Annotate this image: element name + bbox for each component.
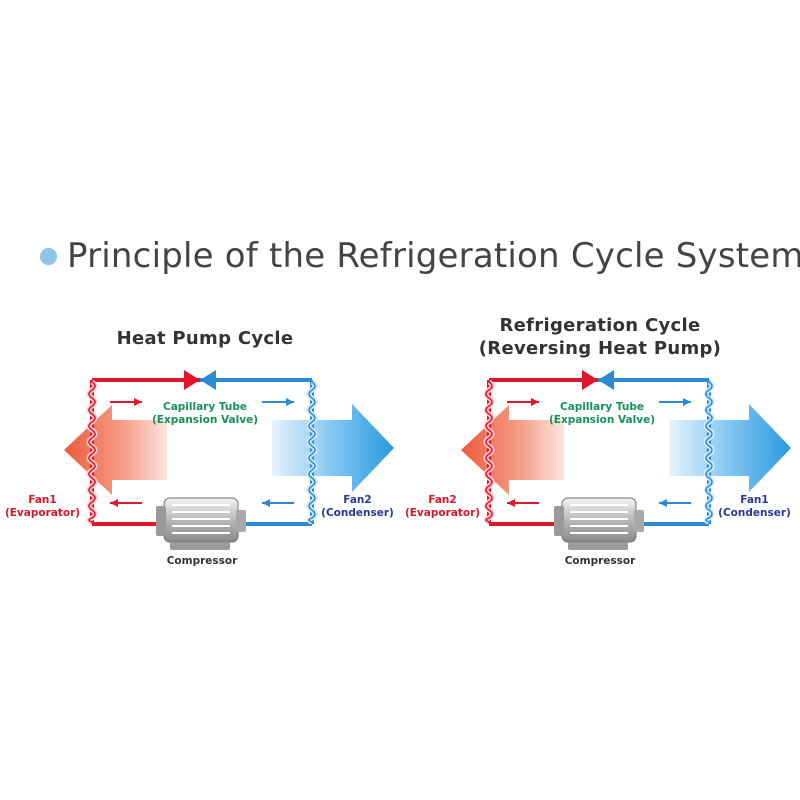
right-fan-role: (Condenser): [321, 507, 394, 519]
coil-icon: [88, 381, 96, 523]
left-fan-name: Fan1: [28, 494, 57, 506]
valve-icon: [200, 370, 216, 390]
cycle-title: Refrigeration Cycle (Reversing Heat Pump…: [440, 314, 760, 360]
compressor-base: [568, 542, 628, 550]
compressor-label: Compressor: [166, 555, 238, 567]
refrigeration-cycle-diagram: Refrigeration Cycle (Reversing Heat Pump…: [400, 300, 800, 590]
flow-arrow-head-icon: [531, 398, 539, 406]
right-fan-label: Fan1 (Condenser): [712, 494, 797, 520]
compressor-icon: [236, 510, 246, 532]
left-fan-name: Fan2: [428, 494, 457, 506]
right-fan-name: Fan1: [740, 494, 769, 506]
compressor-base: [170, 542, 230, 550]
cycle-title-line: Refrigeration Cycle: [499, 315, 701, 336]
flow-arrow-head-icon: [262, 499, 270, 507]
left-fan-label: Fan2 (Evaporator): [400, 494, 485, 520]
valve-icon: [582, 370, 598, 390]
flow-arrow-head-icon: [659, 499, 667, 507]
left-fan-role: (Evaporator): [4, 507, 81, 519]
coil-icon: [308, 381, 316, 523]
cycle-diagram-graphic: [64, 370, 394, 550]
right-fan-label: Fan2 (Condenser): [315, 494, 400, 520]
cool-air-arrow-icon: [272, 404, 394, 492]
heat-pump-cycle-diagram: Heat Pump Cycle Capillary Tube (Expansio…: [0, 300, 400, 590]
cool-air-arrow-icon: [669, 404, 791, 492]
valve-icon: [184, 370, 200, 390]
bullet-icon: [40, 247, 57, 265]
cycle-diagram-graphic: [461, 370, 791, 550]
flow-arrow-head-icon: [683, 398, 691, 406]
right-fan-name: Fan2: [343, 494, 372, 506]
flow-arrow-head-icon: [286, 398, 294, 406]
coil-icon: [485, 381, 493, 523]
valve-icon: [598, 370, 614, 390]
flow-arrow-head-icon: [110, 499, 118, 507]
compressor-label: Compressor: [564, 555, 636, 567]
left-fan-role: (Evaporator): [404, 507, 481, 519]
capillary-tube-name: Capillary Tube: [163, 401, 247, 413]
flow-arrow-head-icon: [507, 499, 515, 507]
capillary-tube-label: Capillary Tube (Expansion Valve): [542, 401, 662, 427]
page-title-text: Principle of the Refrigeration Cycle Sys…: [67, 236, 800, 276]
cycle-title-line: Heat Pump Cycle: [116, 328, 294, 349]
expansion-valve-name: (Expansion Valve): [151, 414, 258, 426]
cycle-title: Heat Pump Cycle: [60, 328, 350, 349]
expansion-valve-name: (Expansion Valve): [548, 414, 655, 426]
page-title: Principle of the Refrigeration Cycle Sys…: [40, 231, 800, 281]
right-fan-role: (Condenser): [718, 507, 791, 519]
compressor-icon: [554, 506, 564, 536]
cycle-title-line: (Reversing Heat Pump): [478, 338, 722, 359]
capillary-tube-name: Capillary Tube: [560, 401, 644, 413]
compressor-icon: [634, 510, 644, 532]
flow-arrow-head-icon: [134, 398, 142, 406]
coil-icon: [705, 381, 713, 523]
capillary-tube-label: Capillary Tube (Expansion Valve): [145, 401, 265, 427]
left-fan-label: Fan1 (Evaporator): [0, 494, 85, 520]
compressor-icon: [156, 506, 166, 536]
